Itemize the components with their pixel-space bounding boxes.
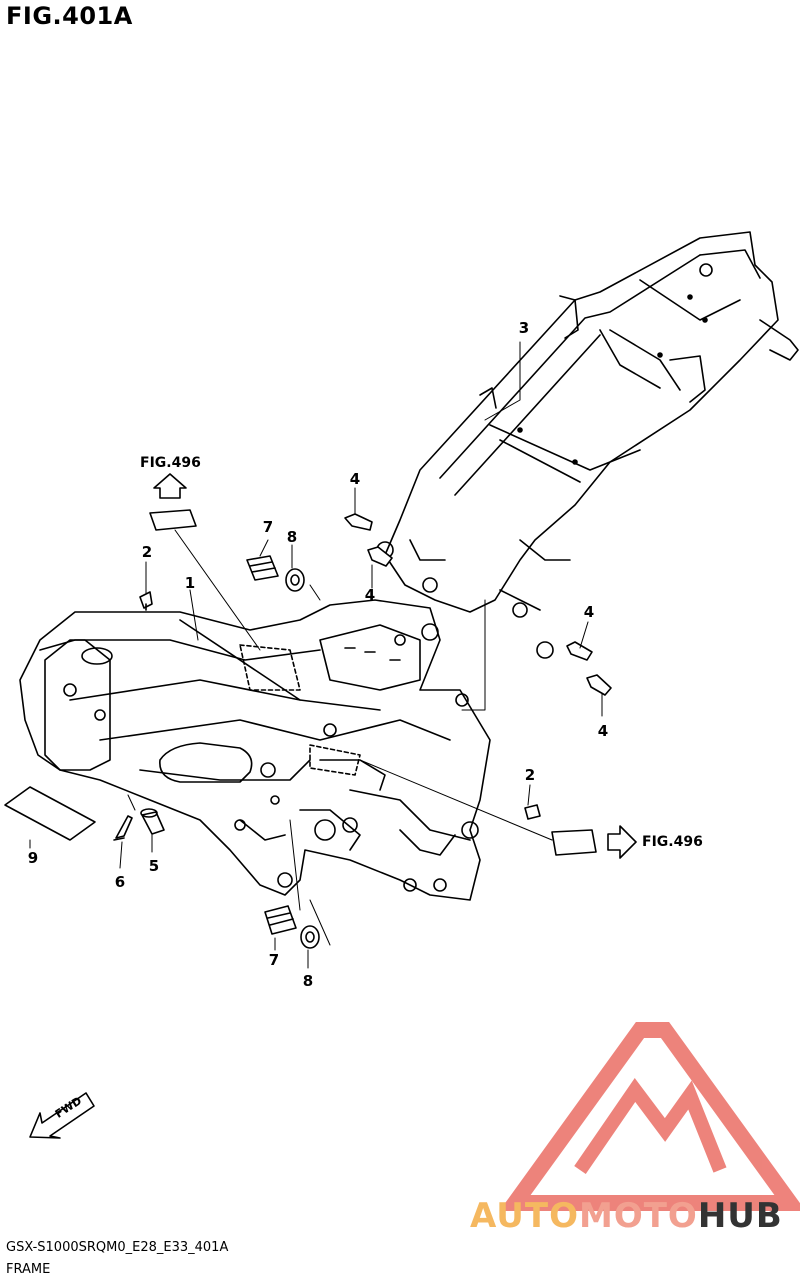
leader-lines: [29, 341, 603, 969]
part-9-label: [4, 786, 96, 841]
rear-subframe: [376, 231, 799, 659]
figure-caption: FRAME: [6, 1262, 51, 1277]
callout-7-bottom[interactable]: 7: [268, 951, 280, 969]
callout-8-top[interactable]: 8: [286, 528, 298, 546]
part-8-washer-bottom: [300, 925, 320, 949]
part-7-spring-bottom: [264, 905, 297, 935]
brand-part-2: MOTO: [578, 1196, 698, 1236]
part-6-bolt: [113, 815, 133, 841]
callout-2-top[interactable]: 2: [141, 543, 153, 561]
callout-2-right[interactable]: 2: [524, 766, 536, 784]
part-5-collar: [140, 808, 165, 835]
fig-496-top-ref[interactable]: FIG.496: [140, 455, 201, 471]
callout-7-top[interactable]: 7: [262, 518, 274, 536]
callout-5[interactable]: 5: [148, 857, 160, 875]
part-2-bolt-right: [524, 804, 541, 820]
callout-3[interactable]: 3: [518, 319, 530, 337]
fig-496-right-indicator: [551, 825, 637, 859]
callout-4-b[interactable]: 4: [364, 586, 376, 604]
part-2-bolt-top: [139, 591, 153, 611]
figure-code: GSX-S1000SRQM0_E28_E33_401A: [6, 1240, 229, 1255]
callout-4-d[interactable]: 4: [597, 722, 609, 740]
part-4-bolts: [344, 513, 612, 696]
callout-9[interactable]: 9: [27, 849, 39, 867]
callout-8-bottom[interactable]: 8: [302, 972, 314, 990]
brand-part-3: HUB: [697, 1196, 783, 1236]
part-8-washer-top: [285, 568, 305, 592]
fig-496-right-ref[interactable]: FIG.496: [642, 834, 703, 850]
watermark-logo: [499, 1022, 800, 1211]
callout-6[interactable]: 6: [114, 873, 126, 891]
brand-part-1: AUTO: [470, 1196, 579, 1236]
main-frame: [19, 599, 491, 901]
brand-watermark: AUTOMOTOHUB: [470, 1196, 783, 1236]
figure-title: FIG.401A: [6, 2, 133, 30]
callout-4-a[interactable]: 4: [349, 470, 361, 488]
fig-496-top-indicator: [149, 473, 197, 531]
part-7-spring-top: [246, 555, 279, 581]
fwd-arrow: [29, 1092, 95, 1139]
callout-4-c[interactable]: 4: [583, 603, 595, 621]
callout-1[interactable]: 1: [184, 574, 196, 592]
